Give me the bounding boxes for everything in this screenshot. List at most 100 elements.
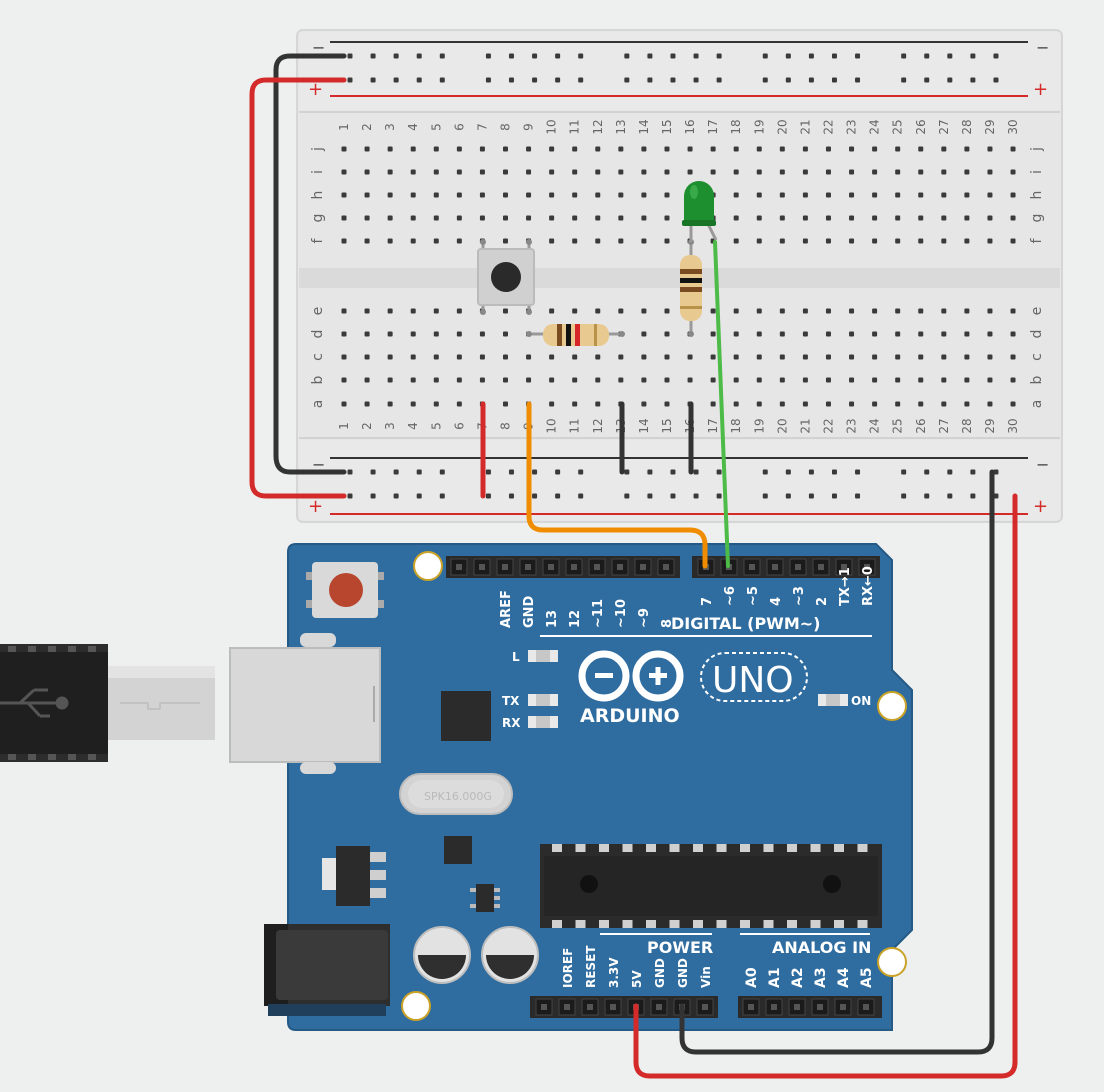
breadboard-hole[interactable] xyxy=(825,169,831,175)
rail-hole[interactable] xyxy=(924,53,930,59)
breadboard-hole[interactable] xyxy=(918,354,924,360)
wire-orange-button-to-pin7[interactable] xyxy=(526,401,708,569)
breadboard-hole[interactable] xyxy=(895,215,901,221)
breadboard-hole[interactable] xyxy=(941,215,947,221)
breadboard-hole[interactable] xyxy=(918,377,924,383)
breadboard-hole[interactable] xyxy=(502,331,508,337)
breadboard-hole[interactable] xyxy=(410,146,416,152)
breadboard-hole[interactable] xyxy=(572,308,578,314)
breadboard-hole[interactable] xyxy=(941,308,947,314)
breadboard-hole[interactable] xyxy=(710,377,716,383)
breadboard-hole[interactable] xyxy=(756,401,762,407)
breadboard-hole[interactable] xyxy=(756,169,762,175)
breadboard-hole[interactable] xyxy=(918,308,924,314)
rail-hole[interactable] xyxy=(808,493,814,499)
breadboard-hole[interactable] xyxy=(641,169,647,175)
breadboard-hole[interactable] xyxy=(918,146,924,152)
breadboard-hole[interactable] xyxy=(387,354,393,360)
rail-hole[interactable] xyxy=(485,469,491,475)
breadboard-hole[interactable] xyxy=(941,238,947,244)
rail-hole[interactable] xyxy=(970,493,976,499)
breadboard-hole[interactable] xyxy=(364,238,370,244)
rail-hole[interactable] xyxy=(808,53,814,59)
rail-hole[interactable] xyxy=(831,469,837,475)
breadboard-hole[interactable] xyxy=(595,215,601,221)
rail-hole[interactable] xyxy=(532,469,538,475)
breadboard-hole[interactable] xyxy=(502,377,508,383)
breadboard-hole[interactable] xyxy=(895,308,901,314)
rail-hole[interactable] xyxy=(670,493,676,499)
rail-hole[interactable] xyxy=(947,53,953,59)
breadboard-hole[interactable] xyxy=(364,169,370,175)
rail-hole[interactable] xyxy=(901,493,907,499)
breadboard-hole[interactable] xyxy=(1010,215,1016,221)
rail-hole[interactable] xyxy=(370,53,376,59)
breadboard-hole[interactable] xyxy=(641,401,647,407)
breadboard-hole[interactable] xyxy=(964,238,970,244)
breadboard-hole[interactable] xyxy=(987,215,993,221)
breadboard-hole[interactable] xyxy=(825,192,831,198)
breadboard-hole[interactable] xyxy=(433,215,439,221)
breadboard-hole[interactable] xyxy=(641,377,647,383)
rail-hole[interactable] xyxy=(508,469,514,475)
breadboard-hole[interactable] xyxy=(595,354,601,360)
breadboard-hole[interactable] xyxy=(825,331,831,337)
breadboard-hole[interactable] xyxy=(479,215,485,221)
rail-hole[interactable] xyxy=(555,469,561,475)
rail-hole[interactable] xyxy=(855,493,861,499)
rail-hole[interactable] xyxy=(947,493,953,499)
rail-hole[interactable] xyxy=(693,493,699,499)
breadboard-hole[interactable] xyxy=(825,354,831,360)
breadboard-hole[interactable] xyxy=(456,354,462,360)
breadboard-hole[interactable] xyxy=(664,192,670,198)
breadboard-hole[interactable] xyxy=(941,331,947,337)
rail-hole[interactable] xyxy=(716,469,722,475)
wires[interactable] xyxy=(249,53,1018,1079)
breadboard-hole[interactable] xyxy=(502,192,508,198)
breadboard-hole[interactable] xyxy=(387,308,393,314)
rail-hole[interactable] xyxy=(393,77,399,83)
rail-hole[interactable] xyxy=(578,53,584,59)
breadboard-hole[interactable] xyxy=(664,354,670,360)
breadboard-hole[interactable] xyxy=(895,331,901,337)
rail-hole[interactable] xyxy=(485,77,491,83)
breadboard-hole[interactable] xyxy=(641,308,647,314)
breadboard-hole[interactable] xyxy=(756,192,762,198)
breadboard-hole[interactable] xyxy=(1010,169,1016,175)
breadboard-hole[interactable] xyxy=(779,401,785,407)
rail-hole[interactable] xyxy=(416,53,422,59)
rail-hole[interactable] xyxy=(416,493,422,499)
breadboard-hole[interactable] xyxy=(964,192,970,198)
rail-hole[interactable] xyxy=(693,469,699,475)
breadboard-hole[interactable] xyxy=(802,331,808,337)
breadboard-hole[interactable] xyxy=(341,401,347,407)
rail-hole[interactable] xyxy=(393,53,399,59)
rail-hole[interactable] xyxy=(762,469,768,475)
breadboard-hole[interactable] xyxy=(641,354,647,360)
breadboard-hole[interactable] xyxy=(502,146,508,152)
rail-hole[interactable] xyxy=(555,77,561,83)
breadboard-hole[interactable] xyxy=(364,192,370,198)
breadboard-hole[interactable] xyxy=(387,401,393,407)
rail-hole[interactable] xyxy=(785,77,791,83)
breadboard-hole[interactable] xyxy=(849,169,855,175)
breadboard-hole[interactable] xyxy=(756,377,762,383)
breadboard-hole[interactable] xyxy=(895,377,901,383)
breadboard-hole[interactable] xyxy=(941,377,947,383)
bottom-pin-sockets[interactable] xyxy=(535,998,875,1016)
breadboard-hole[interactable] xyxy=(1010,308,1016,314)
rail-hole[interactable] xyxy=(762,493,768,499)
breadboard-hole[interactable] xyxy=(733,146,739,152)
breadboard-hole[interactable] xyxy=(387,169,393,175)
breadboard-hole[interactable] xyxy=(526,192,532,198)
breadboard-hole[interactable] xyxy=(987,354,993,360)
rail-hole[interactable] xyxy=(924,493,930,499)
rail-hole[interactable] xyxy=(993,53,999,59)
breadboard-hole[interactable] xyxy=(895,354,901,360)
breadboard-hole[interactable] xyxy=(341,215,347,221)
breadboard-hole[interactable] xyxy=(872,146,878,152)
breadboard-hole[interactable] xyxy=(479,169,485,175)
breadboard-hole[interactable] xyxy=(549,215,555,221)
breadboard-hole[interactable] xyxy=(595,238,601,244)
breadboard-hole[interactable] xyxy=(849,354,855,360)
